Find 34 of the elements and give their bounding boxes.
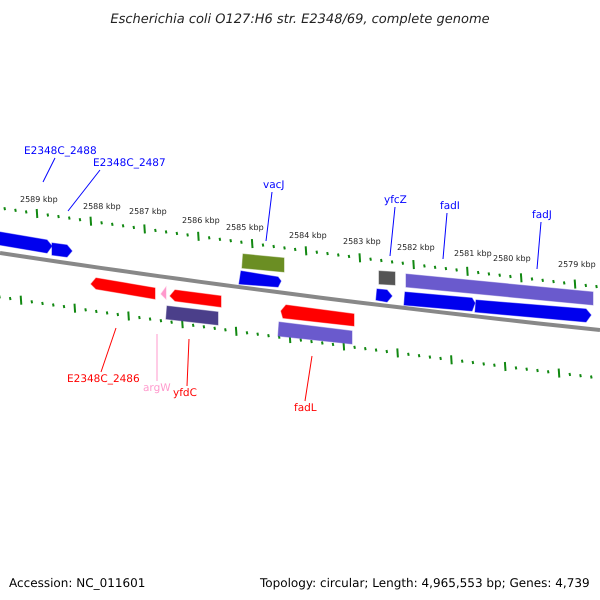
scale-label: 2583 kbp: [343, 236, 381, 248]
gene-label: fadJ: [532, 208, 552, 222]
scale-label: 2580 kbp: [493, 253, 531, 265]
gene-label: E2348C_2487: [93, 156, 166, 170]
leader-line: [390, 206, 396, 256]
gene-label: vacJ: [263, 178, 285, 192]
leader-line: [186, 338, 190, 386]
leader-line: [42, 158, 56, 182]
gene-label: fadI: [440, 199, 460, 213]
scale-label: 2588 kbp: [83, 201, 121, 213]
footer-text: Topology: circular; Length: 4,965,553 bp; Genes: 4,739: [260, 575, 590, 592]
scale-label: 2589 kbp: [20, 194, 58, 206]
leader-line: [442, 212, 448, 260]
leader-line: [536, 222, 542, 270]
scale-label: 2582 kbp: [397, 242, 435, 254]
scale-label: 2581 kbp: [454, 248, 492, 260]
leader-line: [156, 334, 158, 382]
title: Escherichia coli O127:H6 str. E2348/69, complete genome: [109, 11, 491, 29]
gene-label: fadL: [294, 401, 317, 415]
leader-line: [266, 192, 272, 242]
scale-label: 2585 kbp: [226, 222, 264, 234]
scale-label: 2587 kbp: [129, 206, 167, 218]
scale-label: 2584 kbp: [289, 230, 327, 242]
gene-label: yfdC: [173, 386, 197, 400]
gene-label: argW: [143, 381, 171, 395]
gene-label: yfcZ: [384, 193, 407, 207]
gene-label: E2348C_2486: [67, 372, 140, 386]
gene-label: E2348C_2488: [24, 144, 97, 158]
scale-label: 2586 kbp: [182, 215, 220, 227]
scale-label: 2579 kbp: [558, 259, 596, 271]
footer-text: Accession: NC_011601: [9, 575, 146, 592]
leader-line: [68, 170, 100, 212]
leader-line: [304, 356, 312, 402]
leader-line: [100, 328, 116, 372]
